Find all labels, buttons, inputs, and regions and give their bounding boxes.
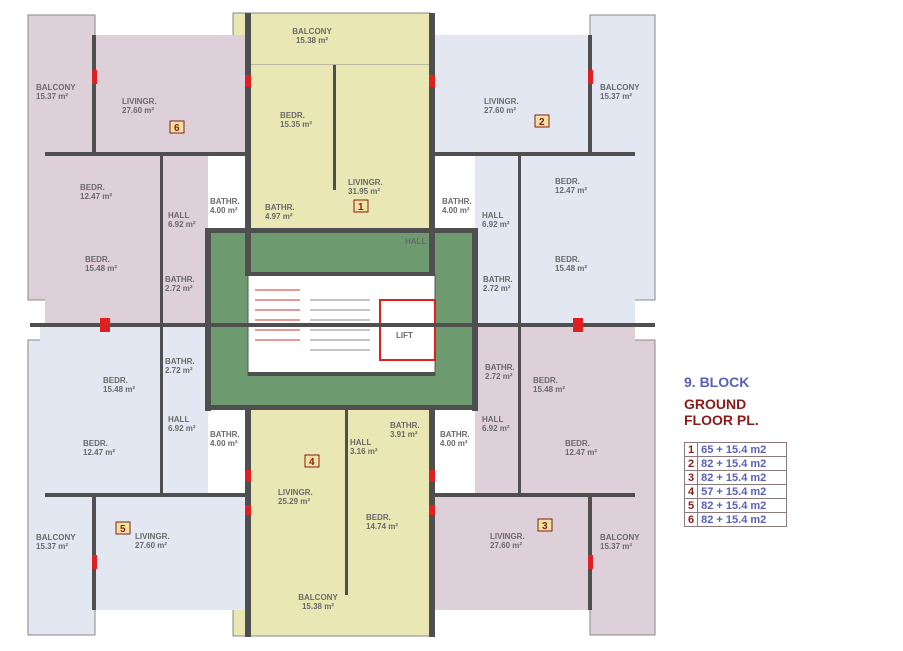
u2-bath2-label: BATHR.2.72 m² bbox=[483, 275, 513, 293]
unit-area: 82 + 15.4 m2 bbox=[697, 498, 788, 513]
stair-steps-2 bbox=[310, 299, 370, 351]
walls bbox=[30, 13, 655, 637]
u2-bath-label: BATHR.4.00 m² bbox=[442, 197, 472, 215]
unit-area: 82 + 15.4 m2 bbox=[697, 512, 788, 527]
u5-living-label: LIVINGR.27.60 m² bbox=[135, 532, 170, 550]
u5-bath2-label: BATHR.2.72 m² bbox=[165, 357, 195, 375]
u5-bedr-label: BEDR.15.48 m² bbox=[103, 376, 135, 394]
u3-bedr-label: BEDR.15.48 m² bbox=[533, 376, 565, 394]
unit-4 bbox=[248, 405, 432, 595]
unit-id: 4 bbox=[683, 484, 699, 499]
u5-bedr-small-label: BEDR.12.47 m² bbox=[83, 439, 115, 457]
floor-title-2: FLOOR PL. bbox=[684, 412, 759, 428]
unit-5-rooms bbox=[40, 325, 208, 495]
block-title: 9. BLOCK bbox=[684, 374, 750, 390]
u3-bath-label: BATHR.4.00 m² bbox=[440, 430, 470, 448]
u1-bath-label: BATHR.4.97 m² bbox=[265, 203, 295, 221]
u6-living-label: LIVINGR.27.60 m² bbox=[122, 97, 157, 115]
u6-bath-label: BATHR.4.00 m² bbox=[210, 197, 240, 215]
unit-2-rooms bbox=[475, 155, 635, 325]
u3-bedr-small-label: BEDR.12.47 m² bbox=[565, 439, 597, 457]
unit-3-living bbox=[432, 495, 590, 610]
unit-6-rooms bbox=[45, 155, 208, 325]
u2-bedr-small-label: BEDR.12.47 m² bbox=[555, 177, 587, 195]
u1-living-label: LIVINGR.31.95 m² bbox=[348, 178, 383, 196]
stair-steps bbox=[255, 289, 300, 341]
unit-id: 5 bbox=[683, 498, 699, 513]
u1-bedr-label: BEDR.15.35 m² bbox=[280, 111, 312, 129]
unit-6-living bbox=[95, 35, 248, 155]
unit-5-living bbox=[95, 495, 248, 610]
unit-2-living bbox=[432, 35, 590, 155]
unit-number-4: 4 bbox=[309, 457, 315, 468]
u4-living-label: LIVINGR.25.29 m² bbox=[278, 488, 313, 506]
unit-number-3: 3 bbox=[542, 521, 548, 532]
unit-number-1: 1 bbox=[358, 202, 364, 213]
unit-area: 82 + 15.4 m2 bbox=[697, 470, 788, 485]
u6-bedr-label: BEDR.15.48 m² bbox=[85, 255, 117, 273]
unit-number-5: 5 bbox=[120, 524, 126, 535]
floor-title-1: GROUND bbox=[684, 396, 747, 412]
u6-bath2-label: BATHR.2.72 m² bbox=[165, 275, 195, 293]
unit-area: 82 + 15.4 m2 bbox=[697, 456, 788, 471]
unit-badges: 1 2 3 4 5 6 bbox=[115, 114, 553, 535]
u3-living-label: LIVINGR.27.60 m² bbox=[490, 532, 525, 550]
u2-living-label: LIVINGR.27.60 m² bbox=[484, 97, 519, 115]
lift-shaft bbox=[379, 299, 436, 361]
u2-bedr-label: BEDR.15.48 m² bbox=[555, 255, 587, 273]
unit-number-2: 2 bbox=[539, 117, 545, 128]
u5-bath-label: BATHR.4.00 m² bbox=[210, 430, 240, 448]
unit-number-6: 6 bbox=[174, 123, 180, 134]
balcony-top bbox=[232, 12, 431, 66]
unit-3-rooms bbox=[475, 325, 635, 495]
unit-id: 2 bbox=[683, 456, 699, 471]
unit-area: 57 + 15.4 m2 bbox=[697, 484, 788, 499]
unit-id: 6 bbox=[683, 512, 699, 527]
balcony-bottom bbox=[232, 591, 431, 637]
unit-area: 65 + 15.4 m2 bbox=[697, 442, 788, 457]
u1-hall-label: HALL bbox=[405, 237, 426, 246]
lift-label: LIFT bbox=[396, 331, 413, 340]
unit-id: 3 bbox=[683, 470, 699, 485]
u6-bedr-small-label: BEDR.12.47 m² bbox=[80, 183, 112, 201]
column-markers bbox=[92, 70, 593, 569]
unit-id: 1 bbox=[683, 442, 699, 457]
u3-bath2-label: BATHR.2.72 m² bbox=[485, 363, 515, 381]
u4-bedr-label: BEDR.14.74 m² bbox=[366, 513, 398, 531]
u4-bath-label: BATHR.3.91 m² bbox=[390, 421, 420, 439]
